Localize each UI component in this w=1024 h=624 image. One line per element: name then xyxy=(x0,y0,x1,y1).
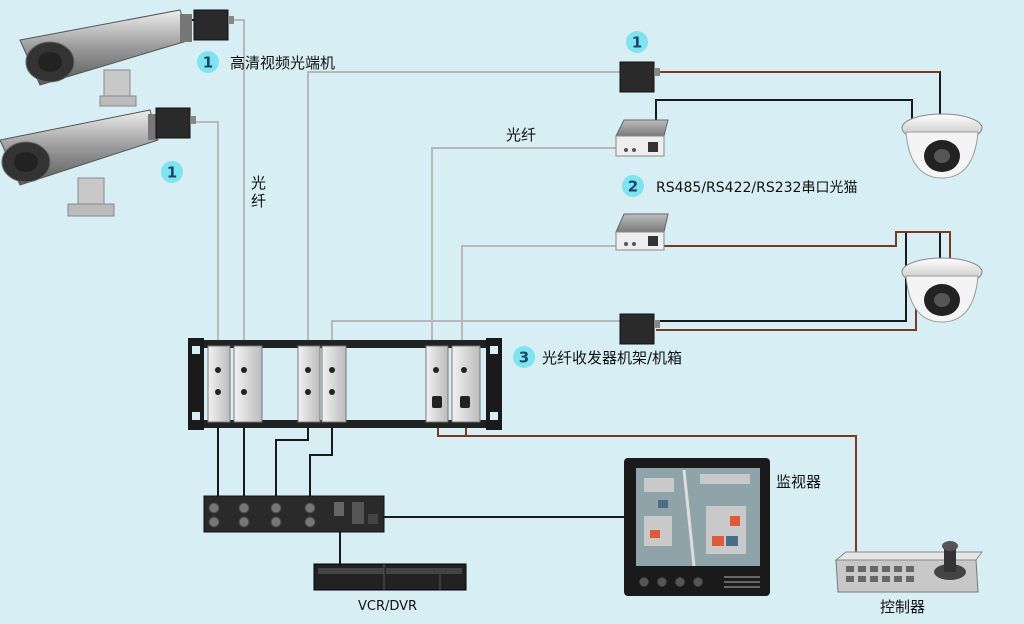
fiber-rack xyxy=(188,338,502,430)
fiber-lines xyxy=(192,19,620,350)
badge-transceiver: 1 xyxy=(197,51,219,73)
badge-dome-top: 1 xyxy=(626,31,648,53)
label-monitor: 监视器 xyxy=(776,473,821,491)
badge-camera-bottom: 1 xyxy=(161,161,183,183)
badge-dome-top-text: 1 xyxy=(632,34,642,52)
label-vcr: VCR/DVR xyxy=(358,599,417,614)
label-optical-transceiver: 高清视频光端机 xyxy=(230,54,335,72)
badge-rack: 3 xyxy=(513,346,535,368)
bullet-camera-top xyxy=(19,9,196,107)
badge-serial-modem-text: 2 xyxy=(628,178,638,196)
label-rack: 光纤收发器机架/机箱 xyxy=(542,349,682,367)
dome-camera-top xyxy=(901,113,983,179)
label-fiber-horizontal: 光纤 xyxy=(506,126,536,144)
label-fiber-vertical-2: 纤 xyxy=(251,192,266,210)
badge-camera-bottom-text: 1 xyxy=(167,164,177,182)
transceiver-cam-top xyxy=(193,9,234,41)
rack-cards xyxy=(207,345,481,423)
transceiver-cam-bottom xyxy=(155,107,196,139)
dome-camera-bottom xyxy=(901,257,983,323)
serial-modem-bottom xyxy=(615,213,669,251)
badge-serial-modem: 2 xyxy=(622,175,644,197)
transceiver-dome-top xyxy=(619,61,660,93)
label-serial-modem: RS485/RS422/RS232串口光猫 xyxy=(656,180,857,196)
controller-device xyxy=(834,541,983,593)
coax-lines xyxy=(217,71,941,565)
transceiver-dome-bottom xyxy=(619,313,660,345)
label-fiber-vertical-1: 光 xyxy=(251,174,266,192)
badge-transceiver-text: 1 xyxy=(203,54,213,72)
vcr-dvr-device xyxy=(313,563,467,591)
badge-rack-text: 3 xyxy=(519,349,529,367)
label-controller: 控制器 xyxy=(880,598,925,616)
serial-modem-top xyxy=(615,119,669,157)
video-matrix xyxy=(203,495,385,533)
monitor-device xyxy=(624,458,770,596)
bullet-camera-bottom xyxy=(0,109,159,217)
